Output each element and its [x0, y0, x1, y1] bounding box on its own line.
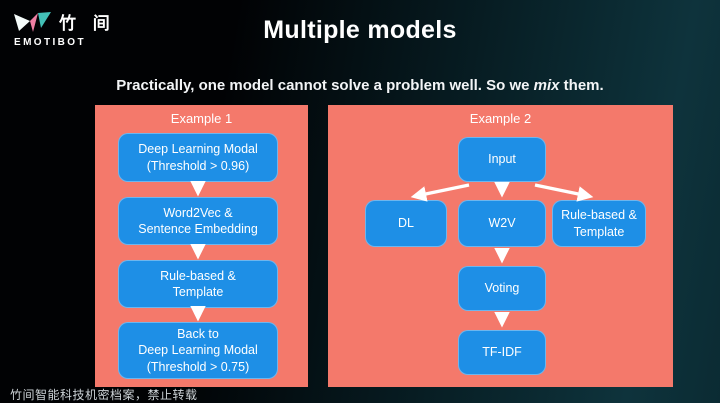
- subtitle-emphasis: mix: [533, 77, 560, 94]
- slide-title: Multiple models: [263, 16, 457, 44]
- node-back-to-deep-learning: Back to Deep Learning Modal (Threshold >…: [118, 322, 278, 379]
- logo-wordmark: EMOTIBOT: [14, 37, 86, 48]
- node-rule-based-template: Rule-based & Template: [552, 200, 646, 247]
- slide-subtitle: Practically, one model cannot solve a pr…: [0, 77, 720, 94]
- node-deep-learning-modal: Deep Learning Modal (Threshold > 0.96): [118, 133, 278, 182]
- node-input: Input: [458, 137, 546, 182]
- node-word2vec-sentence-embedding: Word2Vec & Sentence Embedding: [118, 197, 278, 245]
- emotibot-logo-icon: [14, 11, 51, 32]
- example2-title: Example 2: [469, 111, 532, 126]
- example2-panel: Example 2 Input DL W2V Rule-based & Temp…: [328, 105, 673, 387]
- confidentiality-notice: 竹间智能科技机密档案，禁止转载: [10, 388, 198, 402]
- example1-title: Example 1: [170, 111, 233, 126]
- node-tfidf: TF-IDF: [458, 330, 546, 375]
- node-rule-based-template: Rule-based & Template: [118, 260, 278, 308]
- subtitle-prefix: Practically, one model cannot solve a pr…: [116, 77, 534, 94]
- example1-panel: Example 1 Deep Learning Modal (Threshold…: [95, 105, 308, 387]
- node-dl: DL: [365, 200, 447, 247]
- node-w2v: W2V: [458, 200, 546, 247]
- logo-cjk-text: 竹 间: [59, 14, 116, 33]
- subtitle-suffix: them.: [559, 77, 604, 94]
- emotibot-logo: 竹 间 EMOTIBOT: [14, 9, 116, 48]
- node-voting: Voting: [458, 266, 546, 311]
